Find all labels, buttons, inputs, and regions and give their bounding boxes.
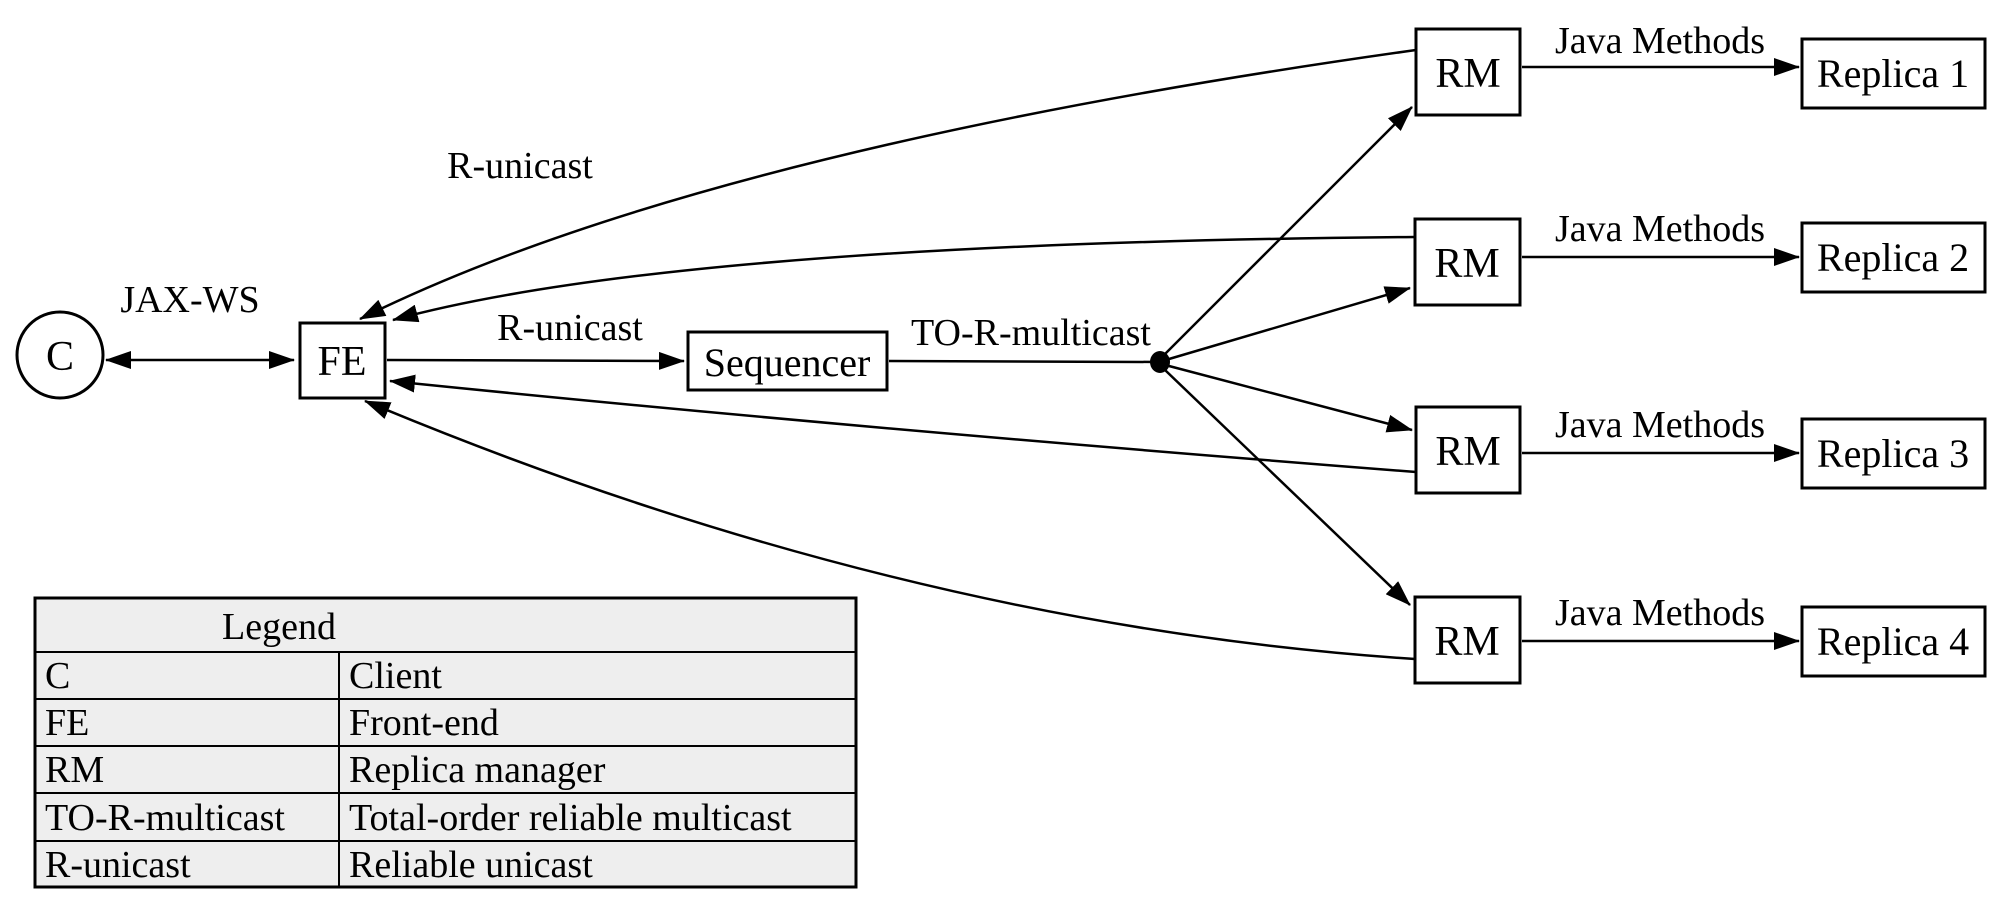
nodes-group bbox=[15, 27, 1987, 685]
rm2-node bbox=[1413, 217, 1522, 307]
edge-sequencer-junction bbox=[888, 359, 1161, 364]
rm1-node bbox=[1414, 27, 1522, 117]
replica4-node bbox=[1800, 605, 1987, 678]
replica1-node bbox=[1800, 37, 1987, 110]
edge-label-java-methods-1: Java Methods bbox=[1555, 20, 1765, 62]
edge-label-java-methods-2: Java Methods bbox=[1555, 208, 1765, 250]
legend-table: Legend C Client FE Front-end RM Replica … bbox=[33, 596, 858, 889]
replica3-node-label: Replica 3 bbox=[1817, 431, 1969, 476]
edge-label-r-unicast-request: R-unicast bbox=[497, 307, 643, 349]
edge-junction-rm3 bbox=[1168, 364, 1413, 433]
edge-rm1-fe-return bbox=[359, 48, 1417, 321]
edge-label-to-r-multicast: TO-R-multicast bbox=[911, 312, 1151, 354]
edge-junction-rm2 bbox=[1168, 286, 1411, 361]
legend-def-reliable-unicast: Reliable unicast bbox=[349, 844, 593, 886]
edge-label-java-methods-3: Java Methods bbox=[1555, 404, 1765, 446]
sequencer-node bbox=[686, 330, 889, 392]
fe-node bbox=[298, 321, 387, 400]
client-node-label: C bbox=[46, 334, 74, 380]
edges-group bbox=[105, 48, 1800, 661]
edge-junction-rm1 bbox=[1164, 106, 1413, 355]
rm3-node bbox=[1414, 405, 1522, 495]
legend-table-background bbox=[33, 596, 858, 889]
client-node bbox=[15, 310, 105, 400]
legend-title: Legend bbox=[222, 606, 336, 648]
legend-def-replica-manager: Replica manager bbox=[349, 749, 606, 791]
rm3-node-label: RM bbox=[1435, 429, 1500, 475]
rm4-node-label: RM bbox=[1434, 619, 1499, 665]
edge-fe-sequencer bbox=[386, 351, 685, 370]
rm4-node bbox=[1413, 595, 1522, 685]
fe-node-label: FE bbox=[317, 339, 366, 385]
legend-term-rm: RM bbox=[45, 749, 104, 791]
edge-rm2-fe-return bbox=[392, 235, 1416, 323]
edge-label-r-unicast-return: R-unicast bbox=[447, 145, 593, 187]
sequencer-node-label: Sequencer bbox=[704, 340, 871, 385]
replica1-node-label: Replica 1 bbox=[1817, 51, 1969, 96]
legend-def-total-order: Total-order reliable multicast bbox=[349, 797, 792, 839]
replica3-node bbox=[1800, 417, 1987, 490]
edge-junction-rm4 bbox=[1164, 369, 1411, 606]
edge-rm4-fe-return bbox=[364, 399, 1416, 661]
legend-def-front-end: Front-end bbox=[349, 702, 499, 744]
multicast-junction-dot bbox=[1150, 351, 1170, 373]
edge-label-jax-ws: JAX-WS bbox=[120, 279, 259, 321]
legend-term-fe: FE bbox=[45, 702, 89, 744]
replica4-node-label: Replica 4 bbox=[1817, 619, 1969, 664]
rm1-node-label: RM bbox=[1435, 51, 1500, 97]
legend-term-c: C bbox=[45, 655, 70, 697]
replica2-node-label: Replica 2 bbox=[1817, 235, 1969, 280]
replica2-node bbox=[1800, 221, 1987, 294]
edge-rm3-fe-return bbox=[389, 374, 1417, 474]
legend-term-to-r-multicast: TO-R-multicast bbox=[45, 797, 285, 839]
legend-term-r-unicast: R-unicast bbox=[45, 844, 191, 886]
edge-label-java-methods-4: Java Methods bbox=[1555, 592, 1765, 634]
legend-table-grid bbox=[35, 651, 856, 887]
rm2-node-label: RM bbox=[1434, 241, 1499, 287]
legend-def-client: Client bbox=[349, 655, 442, 697]
